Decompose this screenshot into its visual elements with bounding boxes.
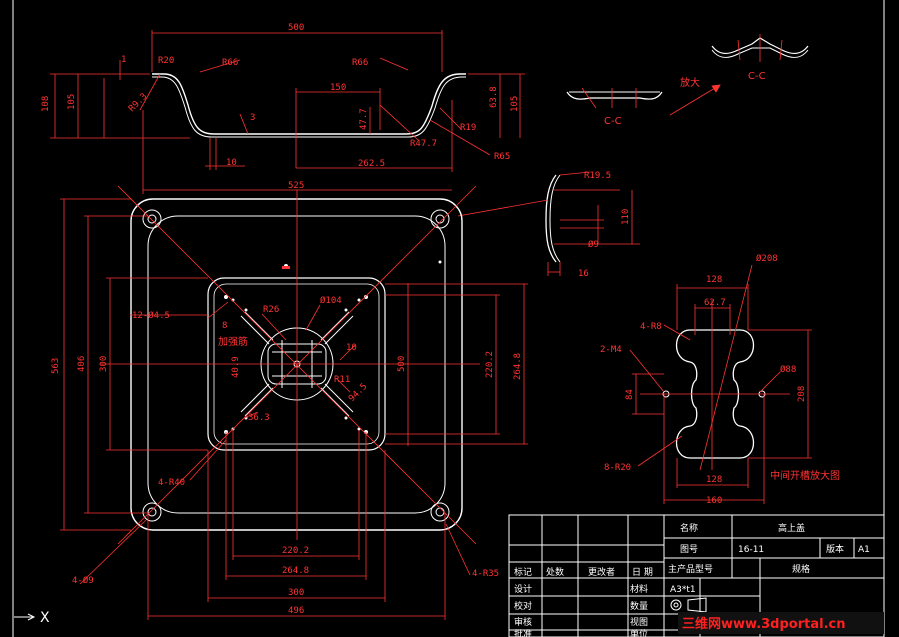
dim-16: 16 bbox=[578, 269, 589, 279]
inner-holes bbox=[224, 260, 442, 434]
top-profile-view: 500 108 105 R20 R66 R66 1 3 10 150 47.7 … bbox=[41, 23, 525, 194]
dim-406: 406 bbox=[77, 356, 87, 372]
tb-drawing-no-value: 16-11 bbox=[738, 545, 764, 555]
dim-r65: R65 bbox=[494, 152, 510, 162]
dim-10: 10 bbox=[226, 158, 237, 168]
dim-220-2-horizontal: 220.2 bbox=[282, 546, 309, 556]
tb-mark: 标记 bbox=[514, 566, 532, 578]
ucs-x-label: X bbox=[40, 610, 50, 626]
tb-name-value: 高上盖 bbox=[778, 522, 805, 534]
dim-264-8-horizontal: 264.8 bbox=[282, 566, 309, 576]
dim-4-r8: 4-R8 bbox=[640, 322, 662, 332]
cc-label-left: C-C bbox=[604, 116, 622, 127]
dim-108: 108 bbox=[41, 96, 51, 112]
tb-spec-label: 规格 bbox=[792, 563, 810, 575]
dim-128-bottom: 128 bbox=[706, 475, 722, 485]
slot-caption: 中间开槽放大图 bbox=[770, 469, 840, 482]
side-detail-view: R19.5 110 Ø9 16 bbox=[457, 171, 640, 279]
dim-110: 110 bbox=[621, 209, 631, 225]
cc-label-right: C-C bbox=[748, 71, 766, 82]
dim-40-9: 40.9 bbox=[231, 356, 241, 378]
dim-264-8-vertical: 264.8 bbox=[513, 353, 523, 380]
dim-63-8-right: 63.8 bbox=[489, 86, 499, 108]
dim-phi9: Ø9 bbox=[588, 239, 599, 250]
tb-quantity-label: 数量 bbox=[630, 600, 648, 612]
dim-36-3: 36.3 bbox=[248, 413, 270, 423]
slot-outline bbox=[676, 329, 754, 459]
reinforce-rib-label: 加强筋 bbox=[218, 335, 248, 348]
dim-563: 563 bbox=[51, 358, 61, 374]
tb-material-label: 材料 bbox=[630, 583, 648, 595]
tb-product-model-label: 主产品型号 bbox=[668, 563, 713, 575]
tb-version-label: 版本 bbox=[826, 543, 844, 555]
dim-4-phi9: 4-Ø9 bbox=[72, 575, 94, 586]
dim-47-7: 47.7 bbox=[359, 108, 369, 130]
dim-12-holes: 12-Ø4.5 bbox=[132, 310, 170, 321]
dim-phi208: Ø208 bbox=[756, 253, 778, 264]
tb-change: 更改者 bbox=[588, 566, 615, 578]
dim-500-vertical: 500 bbox=[397, 356, 407, 372]
top-profile-outline bbox=[152, 73, 466, 135]
tb-view-label: 视图 bbox=[630, 616, 648, 628]
tb-check: 校对 bbox=[514, 600, 532, 612]
dim-8: 8 bbox=[222, 321, 227, 331]
dim-r66-left: R66 bbox=[222, 58, 238, 68]
dim-220-2-vertical: 220.2 bbox=[485, 351, 495, 378]
dim-r11: R11 bbox=[334, 375, 350, 385]
ucs-axis-icon bbox=[14, 613, 36, 621]
dim-r-small: R9.3 bbox=[127, 92, 149, 114]
dim-r26: R26 bbox=[263, 305, 279, 315]
tb-review: 审核 bbox=[514, 616, 532, 628]
cc-section-views: C-C C-C 放大 bbox=[566, 34, 809, 127]
dim-496: 496 bbox=[288, 606, 304, 616]
dim-94-5: 94.5 bbox=[347, 382, 369, 404]
dim-3: 3 bbox=[250, 113, 255, 123]
tb-drawing-no-label: 图号 bbox=[680, 544, 698, 555]
tb-date: 日 期 bbox=[632, 567, 653, 578]
dim-r19: R19 bbox=[460, 123, 476, 133]
tb-material-value: A3*t1 bbox=[670, 585, 696, 595]
dim-300-horizontal: 300 bbox=[288, 588, 304, 598]
cc-direction-label: 放大 bbox=[680, 76, 700, 89]
dim-r20: R20 bbox=[158, 56, 174, 66]
dim-phi88: Ø88 bbox=[780, 364, 796, 375]
slot-detail-view: Ø208 128 62.7 4-R8 2-M4 Ø88 84 208 8-R20… bbox=[600, 253, 840, 506]
dim-262-5: 262.5 bbox=[358, 159, 385, 169]
dim-62-7: 62.7 bbox=[704, 298, 726, 308]
projection-symbol-icon bbox=[670, 597, 707, 613]
dim-160: 160 bbox=[706, 496, 722, 506]
dim-300-vertical: 300 bbox=[99, 356, 109, 372]
dim-r66-right: R66 bbox=[352, 58, 368, 68]
tb-unit-label: 单位 bbox=[630, 628, 648, 637]
dim-4-r40: 4-R40 bbox=[158, 478, 185, 488]
dim-r47-7: R47.7 bbox=[410, 139, 437, 149]
tb-version-value: A1 bbox=[858, 545, 870, 555]
dim-208: 208 bbox=[797, 386, 807, 402]
dim-84: 84 bbox=[625, 389, 635, 400]
dim-10: 10 bbox=[346, 343, 357, 353]
dim-8-r20: 8-R20 bbox=[604, 463, 631, 473]
dim-r19-5: R19.5 bbox=[584, 171, 611, 181]
tb-design: 设计 bbox=[514, 583, 532, 595]
dim-phi104: Ø104 bbox=[320, 295, 342, 306]
dim-500: 500 bbox=[288, 23, 304, 33]
dim-105-right: 105 bbox=[510, 96, 520, 112]
dim-4-r35: 4-R35 bbox=[472, 569, 499, 579]
dim-525: 525 bbox=[288, 181, 304, 191]
tb-approve: 批准 bbox=[514, 628, 532, 637]
watermark: 三维网www.3dportal.cn bbox=[682, 616, 845, 632]
tb-name-label: 名称 bbox=[680, 522, 698, 534]
dim-105: 105 bbox=[67, 94, 77, 110]
dim-1: 1 bbox=[121, 55, 126, 65]
dim-128-top: 128 bbox=[706, 275, 722, 285]
plan-view: 563 406 300 500 220.2 264.8 12-Ø4.5 R26 … bbox=[51, 185, 528, 620]
dim-2-m4: 2-M4 bbox=[600, 345, 622, 355]
tb-count: 处数 bbox=[546, 566, 564, 578]
dim-150: 150 bbox=[330, 83, 346, 93]
